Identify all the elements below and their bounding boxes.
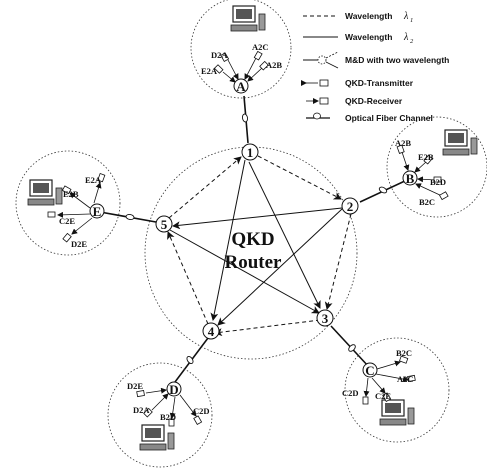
router-node-5-label: 5 [161, 217, 168, 232]
router-title-line2: Router [225, 252, 283, 273]
legend-transmitter: QKD-Transmitter [301, 78, 414, 88]
router-boundary [144, 146, 358, 360]
user-c-label: C [365, 363, 374, 378]
router-node-4: 4 [202, 322, 220, 340]
user-c-group: C B2C A2C C2D C2E [342, 337, 450, 443]
user-a-label: A [236, 79, 246, 94]
computer-icon [442, 129, 478, 156]
router-node-3-label: 3 [322, 311, 329, 326]
legend-fiber: Optical Fiber Channel [306, 112, 433, 123]
user-a-tag-a2c: A2C [252, 42, 269, 52]
user-d-group: D D2E D2A B2D C2D [107, 362, 213, 468]
router-title-line1: QKD [231, 229, 274, 250]
user-e-label: E [93, 204, 102, 219]
user-b-tag-a2b: A2B [395, 138, 411, 148]
user-d-tag-d2e: D2E [127, 381, 143, 391]
user-b-group: B A2B E2B B2D B2C [386, 116, 487, 218]
legend-wavelength-1-text: Wavelength [345, 11, 392, 21]
legend-md-text: M&D with two wavelength [345, 55, 449, 65]
legend-wavelength-2-text: Wavelength [345, 32, 392, 42]
computer-icon [230, 5, 266, 32]
user-d-tag-b2d: B2D [160, 412, 176, 422]
lambda-2-subscript: 2 [410, 38, 414, 45]
user-e-group: E E2A E2B C2E D2E [15, 150, 121, 256]
lambda-1-subscript: 1 [410, 17, 413, 24]
user-d-tag-c2d: C2D [193, 406, 210, 416]
user-e-tag-d2e: D2E [71, 239, 87, 249]
legend-md: M&D with two wavelength [303, 51, 449, 69]
fiber-channel-glyphs [125, 113, 388, 365]
legend-transmitter-text: QKD-Transmitter [345, 78, 414, 88]
router-node-4-label: 4 [208, 324, 215, 339]
lambda1-ring-links [167, 155, 352, 337]
user-c-tag-c2e: C2E [375, 391, 391, 401]
user-a-tag-d2a: D2A [211, 50, 228, 60]
user-c-tag-c2d: C2D [342, 388, 359, 398]
user-e-tag-e2b: E2B [63, 189, 79, 199]
user-a-tag-e2a: E2A [201, 66, 218, 76]
user-b-label: B [406, 171, 415, 186]
user-c-tag-a2c: A2C [397, 374, 414, 384]
lambda2-star-links [169, 159, 343, 326]
user-a-group: A D2A A2C E2A A2B [190, 0, 292, 99]
user-a-tag-a2b: A2B [266, 60, 282, 70]
user-d-label: D [169, 382, 178, 397]
user-c-tag-b2c: B2C [396, 348, 412, 358]
lambda-2-symbol: λ [403, 32, 409, 43]
router-node-1: 1 [241, 143, 259, 161]
legend-fiber-text: Optical Fiber Channel [345, 113, 433, 123]
user-b-tag-b2d: B2D [430, 177, 446, 187]
router-node-2-label: 2 [347, 199, 354, 214]
legend: Wavelength λ 1 Wavelength λ 2 M&D with t… [301, 11, 449, 123]
router-node-2: 2 [341, 197, 359, 215]
router-node-5: 5 [155, 215, 173, 233]
router-node-1-label: 1 [247, 145, 254, 160]
legend-receiver: QKD-Receiver [306, 96, 403, 106]
user-e-tag-e2a: E2A [85, 175, 102, 185]
computer-icon [27, 179, 63, 206]
computer-icon [139, 424, 175, 451]
legend-wavelength-2: Wavelength λ 2 [303, 32, 414, 45]
router-node-3: 3 [316, 309, 334, 327]
legend-receiver-text: QKD-Receiver [345, 96, 403, 106]
legend-wavelength-1: Wavelength λ 1 [303, 11, 413, 24]
user-b-tag-b2c: B2C [419, 197, 435, 207]
user-b-tag-e2b: E2B [418, 152, 434, 162]
computer-icon [379, 399, 415, 426]
user-e-tag-c2e: C2E [59, 216, 75, 226]
user-d-tag-d2a: D2A [133, 405, 150, 415]
lambda-1-symbol: λ [403, 11, 409, 22]
